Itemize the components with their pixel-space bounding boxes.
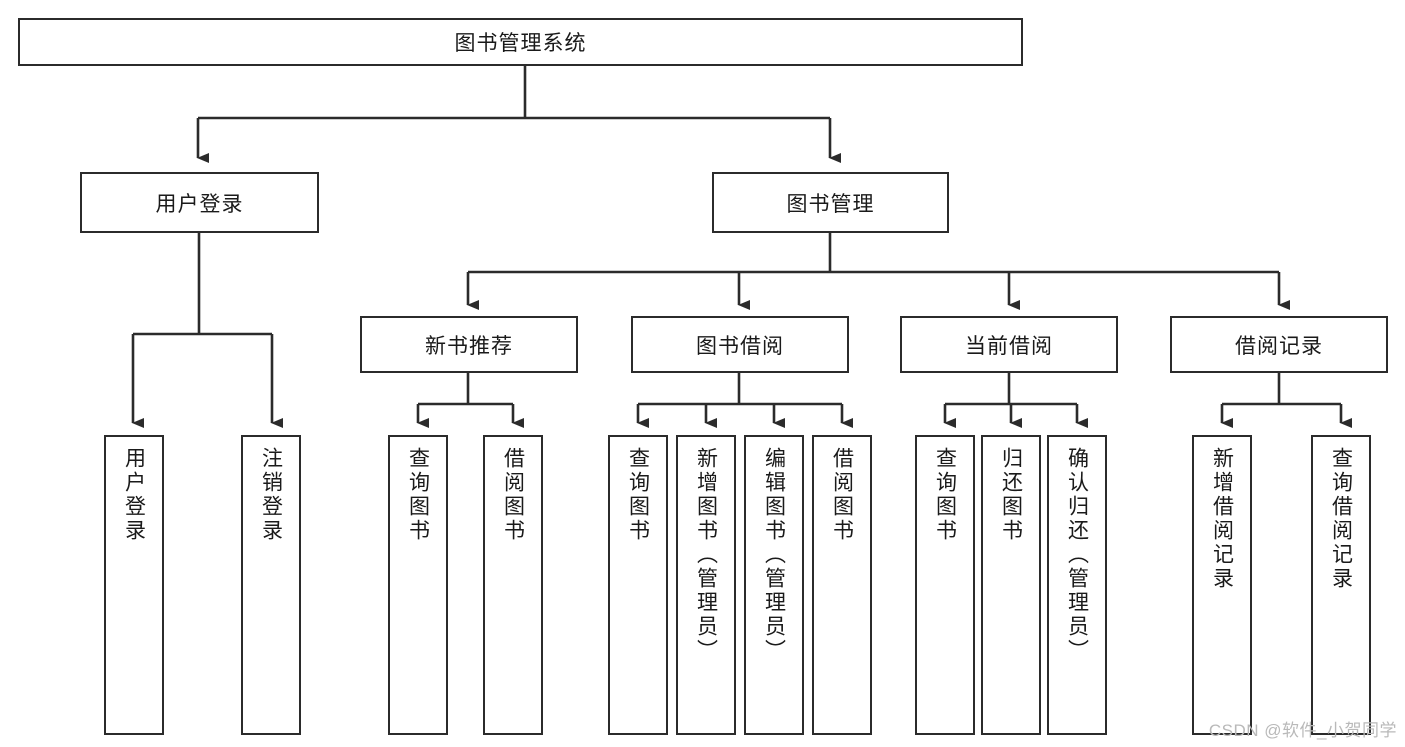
node-leaf-edit-book[interactable]: 编辑图书（管理员）: [744, 435, 804, 735]
node-leaf-add-record-label: 新增借阅记录: [1210, 447, 1234, 591]
node-current-borrow[interactable]: 当前借阅: [900, 316, 1118, 373]
node-leaf-confirm-return[interactable]: 确认归还（管理员）: [1047, 435, 1107, 735]
node-leaf-query-book-1-label: 查询图书: [406, 447, 430, 543]
node-book-manage[interactable]: 图书管理: [712, 172, 949, 233]
node-leaf-query-book-3-label: 查询图书: [933, 447, 957, 543]
node-leaf-return-book[interactable]: 归还图书: [981, 435, 1041, 735]
node-leaf-add-record[interactable]: 新增借阅记录: [1192, 435, 1252, 735]
node-leaf-logout-label: 注销登录: [259, 447, 283, 543]
node-borrow-record-label: 借阅记录: [1235, 334, 1323, 358]
node-leaf-edit-book-label: 编辑图书（管理员）: [762, 447, 786, 663]
node-leaf-query-book-1[interactable]: 查询图书: [388, 435, 448, 735]
node-current-borrow-label: 当前借阅: [965, 334, 1053, 358]
node-root[interactable]: 图书管理系统: [18, 18, 1023, 66]
node-leaf-logout[interactable]: 注销登录: [241, 435, 301, 735]
node-leaf-borrow-book-1[interactable]: 借阅图书: [483, 435, 543, 735]
node-book-borrow-label: 图书借阅: [696, 334, 784, 358]
node-new-book-rec-label: 新书推荐: [425, 334, 513, 358]
node-user-login[interactable]: 用户登录: [80, 172, 319, 233]
node-leaf-borrow-book-1-label: 借阅图书: [501, 447, 525, 543]
node-book-manage-label: 图书管理: [786, 192, 875, 216]
node-root-label: 图书管理系统: [454, 32, 587, 55]
node-leaf-user-login[interactable]: 用户登录: [104, 435, 164, 735]
node-leaf-add-book[interactable]: 新增图书（管理员）: [676, 435, 736, 735]
node-leaf-borrow-book-2-label: 借阅图书: [830, 447, 854, 543]
node-leaf-add-book-label: 新增图书（管理员）: [694, 447, 718, 663]
node-leaf-user-login-label: 用户登录: [122, 447, 146, 543]
node-user-login-label: 用户登录: [155, 192, 244, 216]
node-book-borrow[interactable]: 图书借阅: [631, 316, 849, 373]
node-borrow-record[interactable]: 借阅记录: [1170, 316, 1388, 373]
node-leaf-query-record[interactable]: 查询借阅记录: [1311, 435, 1371, 735]
node-leaf-query-book-2-label: 查询图书: [626, 447, 650, 543]
node-new-book-rec[interactable]: 新书推荐: [360, 316, 578, 373]
node-leaf-borrow-book-2[interactable]: 借阅图书: [812, 435, 872, 735]
node-leaf-confirm-return-label: 确认归还（管理员）: [1065, 447, 1089, 663]
node-leaf-query-record-label: 查询借阅记录: [1329, 447, 1353, 591]
node-leaf-query-book-3[interactable]: 查询图书: [915, 435, 975, 735]
csdn-watermark: CSDN @软件_小贺同学: [1208, 721, 1397, 740]
node-leaf-query-book-2[interactable]: 查询图书: [608, 435, 668, 735]
node-leaf-return-book-label: 归还图书: [999, 447, 1023, 543]
